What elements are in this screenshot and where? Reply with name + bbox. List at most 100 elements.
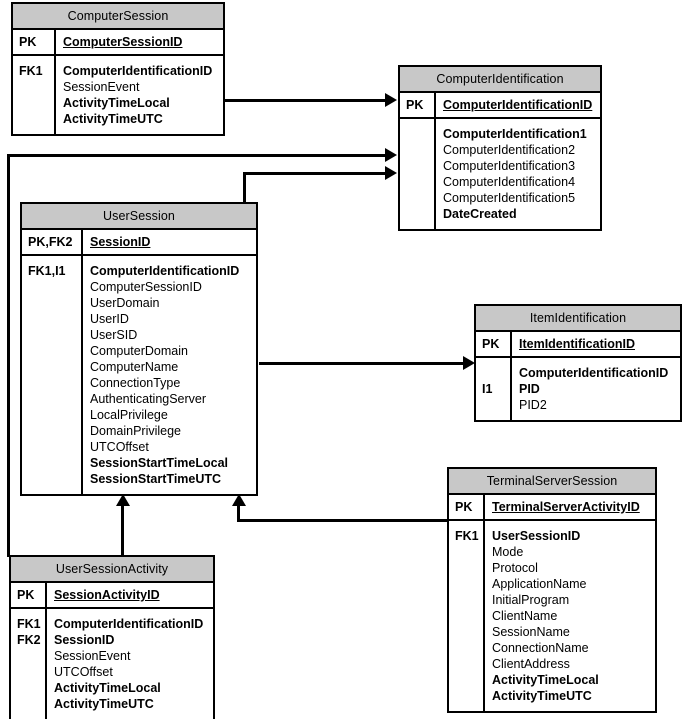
attribute-row: ComputerIdentification3	[443, 159, 576, 173]
entity-title-terminal-server-session: TerminalServerSession	[449, 469, 655, 495]
attribute-row: ComputerIdentificationID	[63, 64, 213, 78]
arrowhead-computersession-to-computeridentification	[385, 93, 397, 107]
arrowhead-usersessionactivity-to-usersession	[116, 494, 130, 506]
pk-key-computer-session: PK	[19, 35, 37, 49]
attribute-row: ComputerName	[90, 360, 179, 374]
pk-field-terminal-server-session: TerminalServerActivityID	[485, 495, 655, 519]
attribute-row: ActivityTimeLocal	[63, 96, 170, 110]
connector-usersession-to-computeridentification-vertical	[243, 172, 246, 203]
entity-computer-identification[interactable]: ComputerIdentification PK ComputerIdenti…	[398, 65, 602, 231]
attr-keys-user-session: FK1,I1	[28, 264, 66, 278]
entity-title-item-identification: ItemIdentification	[476, 306, 680, 332]
attribute-row: UserID	[90, 312, 129, 326]
attribute-row: InitialProgram	[492, 593, 570, 607]
column-divider	[510, 358, 512, 420]
attribute-row: ClientName	[492, 609, 558, 623]
attribute-row: PID	[519, 382, 540, 396]
column-divider	[434, 93, 436, 117]
connector-computersession-to-computeridentification	[225, 99, 385, 102]
pk-key-terminal-server-session: PK	[455, 500, 473, 514]
attribute-row: ComputerSessionID	[90, 280, 202, 294]
column-divider	[434, 119, 436, 229]
entity-title-computer-identification: ComputerIdentification	[400, 67, 600, 93]
attribute-row: ComputerDomain	[90, 344, 188, 358]
connector-terminalserversession-to-usersession-horizontal	[237, 519, 449, 522]
entity-item-identification[interactable]: ItemIdentification PK ItemIdentification…	[474, 304, 682, 422]
attribute-row: DateCreated	[443, 207, 517, 221]
connector-terminalserversession-to-usersession-vertical	[237, 505, 240, 522]
attribute-row: SessionEvent	[54, 649, 131, 663]
pk-field-computer-identification: ComputerIdentificationID	[436, 93, 600, 117]
arrowhead-usersession-to-itemidentification	[463, 356, 475, 370]
attribute-row: ComputerIdentification5	[443, 191, 576, 205]
key-line: FK1	[17, 617, 41, 631]
pk-key-item-identification: PK	[482, 337, 500, 351]
attribute-row: UserSID	[90, 328, 138, 342]
connector-usersessionactivity-to-usersession	[121, 505, 124, 557]
entity-title-user-session-activity: UserSessionActivity	[11, 557, 213, 583]
attribute-row: UTCOffset	[54, 665, 113, 679]
entity-user-session[interactable]: UserSession PK,FK2 SessionID FK1,I1 Comp…	[20, 202, 258, 496]
pk-field-user-session-activity: SessionActivityID	[47, 583, 213, 607]
attribute-row: UTCOffset	[90, 440, 149, 454]
arrowhead-usersessionactivity-to-computeridentification	[385, 148, 397, 162]
entity-computer-session[interactable]: ComputerSession PK ComputerSessionID FK1…	[11, 2, 225, 136]
attribute-row: ActivityTimeLocal	[54, 681, 161, 695]
pk-key-user-session-activity: PK	[17, 588, 35, 602]
pk-field-item-identification: ItemIdentificationID	[512, 332, 680, 356]
pk-field-computer-session: ComputerSessionID	[56, 30, 223, 54]
attribute-row: DomainPrivilege	[90, 424, 182, 438]
attribute-row: ActivityTimeUTC	[63, 112, 163, 126]
attr-list-user-session-activity: ComputerIdentificationID SessionID Session…	[47, 609, 213, 719]
attribute-row: Protocol	[492, 561, 538, 575]
column-divider	[510, 332, 512, 356]
column-divider	[81, 256, 83, 494]
arrowhead-terminalserversession-to-usersession	[232, 494, 246, 506]
attr-row-user-session: FK1,I1 ComputerIdentificationID ComputerS…	[22, 256, 256, 494]
pk-field-user-session: SessionID	[83, 230, 256, 254]
entity-terminal-server-session[interactable]: TerminalServerSession PK TerminalServerA…	[447, 467, 657, 713]
attribute-row: ClientAddress	[492, 657, 570, 671]
pk-row-user-session: PK,FK2 SessionID	[22, 230, 256, 256]
key-line: FK2	[17, 633, 41, 647]
column-divider	[45, 609, 47, 719]
attribute-row: SessionStartTimeLocal	[90, 456, 229, 470]
attribute-row: ComputerIdentification1	[443, 127, 587, 141]
attr-keys-computer-identification	[400, 119, 434, 130]
attribute-row: SessionID	[54, 633, 115, 647]
pk-row-computer-identification: PK ComputerIdentificationID	[400, 93, 600, 119]
attribute-row: ConnectionType	[90, 376, 181, 390]
attribute-row: ComputerIdentificationID	[54, 617, 204, 631]
connector-usersessionactivity-to-computeridentification-horizontal	[7, 154, 385, 157]
column-divider	[54, 56, 56, 134]
column-divider	[54, 30, 56, 54]
arrowhead-usersession-to-computeridentification	[385, 166, 397, 180]
pk-row-user-session-activity: PK SessionActivityID	[11, 583, 213, 609]
connector-usersession-to-computeridentification-horizontal	[243, 172, 385, 175]
pk-field-label: TerminalServerActivityID	[492, 500, 640, 514]
attr-keys-computer-session: FK1	[19, 64, 43, 78]
entity-user-session-activity[interactable]: UserSessionActivity PK SessionActivityID…	[9, 555, 215, 719]
column-divider	[81, 230, 83, 254]
pk-row-item-identification: PK ItemIdentificationID	[476, 332, 680, 358]
column-divider	[483, 521, 485, 711]
attribute-row: ActivityTimeLocal	[492, 673, 599, 687]
pk-key-user-session: PK,FK2	[28, 235, 73, 249]
attribute-row: AuthenticatingServer	[90, 392, 207, 406]
pk-field-label: ComputerIdentificationID	[443, 98, 593, 112]
connector-usersessionactivity-rail-vertical	[7, 154, 10, 557]
attr-list-user-session: ComputerIdentificationID ComputerSessionI…	[83, 256, 256, 494]
attribute-row: ComputerIdentificationID	[90, 264, 240, 278]
attribute-row: Mode	[492, 545, 524, 559]
entity-title-user-session: UserSession	[22, 204, 256, 230]
entity-title-computer-session: ComputerSession	[13, 4, 223, 30]
attribute-row: UserDomain	[90, 296, 160, 310]
attr-keys-terminal-server-session: FK1	[455, 529, 479, 543]
